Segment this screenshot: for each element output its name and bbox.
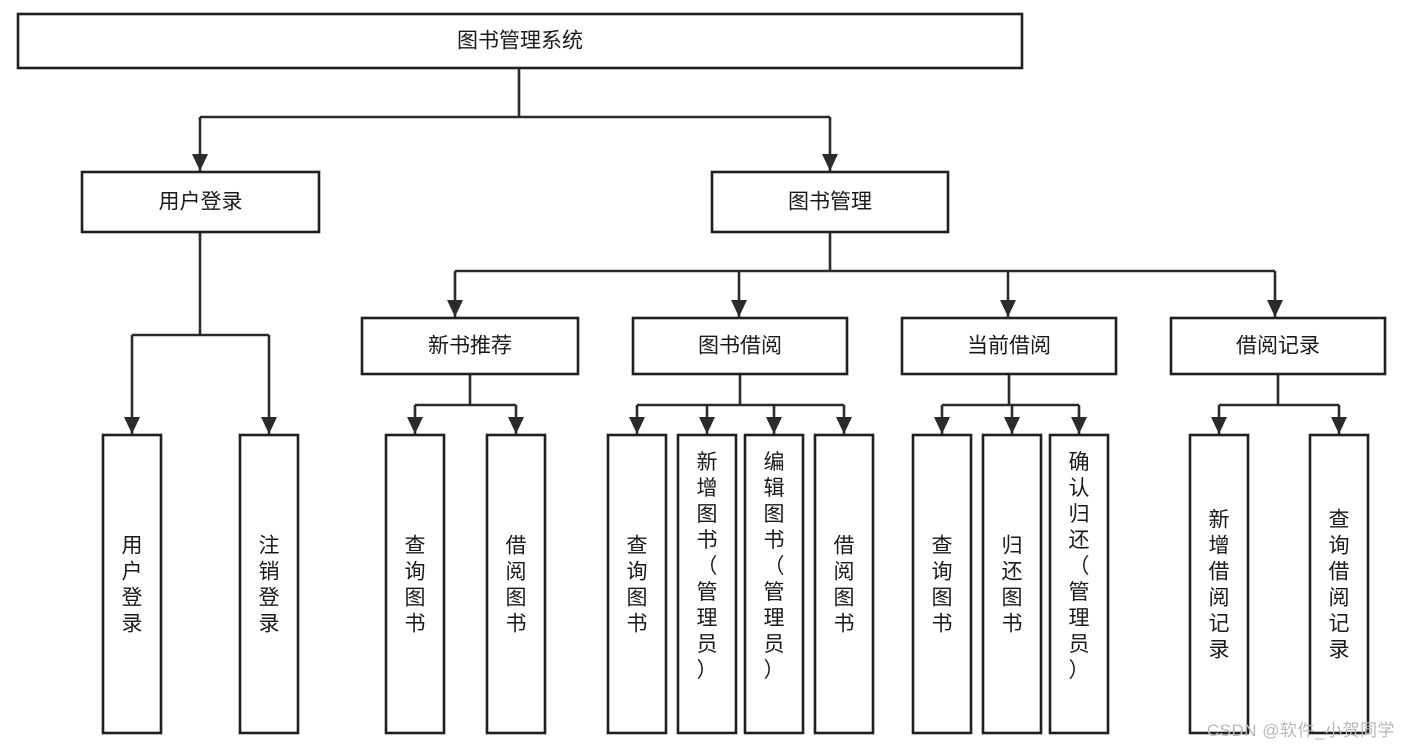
node-box-leaf-add-book-admin[interactable] bbox=[676, 433, 738, 735]
arrow-head-icon bbox=[447, 300, 463, 317]
arrow-head-icon bbox=[407, 417, 423, 434]
node-box-leaf-query-book-borrow[interactable] bbox=[606, 433, 668, 735]
node-leaf-user-logout[interactable]: 注销登录 bbox=[238, 433, 300, 735]
arrow-head-icon bbox=[934, 417, 950, 434]
node-leaf-borrow-book-rec[interactable]: 借阅图书 bbox=[485, 433, 547, 735]
node-box-leaf-user-logout[interactable] bbox=[238, 433, 300, 735]
arrow-head-icon bbox=[629, 417, 645, 434]
node-label-leaf-user-logout: 注销登录 bbox=[259, 534, 280, 635]
arrow-head-icon bbox=[261, 417, 277, 434]
arrow-head-icon bbox=[822, 154, 838, 171]
node-label-leaf-query-book-borrow: 查询图书 bbox=[627, 534, 648, 635]
node-label-leaf-borrow-book-rec: 借阅图书 bbox=[506, 534, 527, 635]
node-label-leaf-return-book: 归还图书 bbox=[1002, 534, 1023, 635]
node-label-new-book-recommend: 新书推荐 bbox=[428, 335, 512, 358]
nodes-layer: 图书管理系统用户登录图书管理新书推荐图书借阅当前借阅借阅记录用户登录注销登录查询… bbox=[16, 12, 1387, 735]
node-borrow-record[interactable]: 借阅记录 bbox=[1169, 316, 1387, 376]
node-label-leaf-query-borrow-record: 查询借阅记录 bbox=[1329, 508, 1350, 661]
node-box-book-manage[interactable] bbox=[710, 170, 950, 234]
node-label-leaf-borrow-book: 借阅图书 bbox=[834, 534, 855, 635]
node-box-leaf-borrow-book-rec[interactable] bbox=[485, 433, 547, 735]
node-book-borrow[interactable]: 图书借阅 bbox=[631, 316, 849, 376]
node-label-leaf-query-book-current: 查询图书 bbox=[932, 534, 953, 635]
node-box-leaf-user-login[interactable] bbox=[101, 433, 163, 735]
node-box-new-book-recommend[interactable] bbox=[360, 316, 580, 376]
arrow-head-icon bbox=[699, 417, 715, 434]
arrow-head-icon bbox=[766, 417, 782, 434]
csdn-watermark: CSDN @软件_小贺同学 bbox=[1206, 721, 1395, 740]
node-box-leaf-return-book[interactable] bbox=[981, 433, 1043, 735]
node-leaf-add-borrow-record[interactable]: 新增借阅记录 bbox=[1188, 433, 1250, 735]
node-box-leaf-add-borrow-record[interactable] bbox=[1188, 433, 1250, 735]
arrow-head-icon bbox=[1000, 300, 1016, 317]
arrow-head-icon bbox=[1211, 417, 1227, 434]
node-label-leaf-confirm-return-admin: 确认归还（管理员） bbox=[1069, 451, 1090, 682]
node-leaf-edit-book-admin[interactable]: 编辑图书（管理员） bbox=[743, 433, 805, 735]
node-leaf-query-book-rec[interactable]: 查询图书 bbox=[384, 433, 446, 735]
node-label-current-borrow: 当前借阅 bbox=[967, 335, 1051, 358]
node-label-user-login: 用户登录 bbox=[159, 191, 243, 214]
arrow-head-icon bbox=[731, 300, 747, 317]
node-box-leaf-confirm-return-admin[interactable] bbox=[1048, 433, 1110, 735]
arrow-head-icon bbox=[1331, 417, 1347, 434]
node-label-leaf-add-borrow-record: 新增借阅记录 bbox=[1209, 508, 1230, 661]
node-label-leaf-edit-book-admin: 编辑图书（管理员） bbox=[764, 451, 785, 682]
node-box-leaf-query-book-rec[interactable] bbox=[384, 433, 446, 735]
node-box-borrow-record[interactable] bbox=[1169, 316, 1387, 376]
node-leaf-add-book-admin[interactable]: 新增图书（管理员） bbox=[676, 433, 738, 735]
node-label-root: 图书管理系统 bbox=[457, 30, 583, 53]
arrow-head-icon bbox=[192, 154, 208, 171]
node-leaf-query-book-borrow[interactable]: 查询图书 bbox=[606, 433, 668, 735]
node-book-manage[interactable]: 图书管理 bbox=[710, 170, 950, 234]
node-current-borrow[interactable]: 当前借阅 bbox=[900, 316, 1118, 376]
arrow-head-icon bbox=[1267, 300, 1283, 317]
arrow-head-icon bbox=[1004, 417, 1020, 434]
node-box-leaf-query-borrow-record[interactable] bbox=[1308, 433, 1370, 735]
arrow-head-icon bbox=[508, 417, 524, 434]
node-leaf-confirm-return-admin[interactable]: 确认归还（管理员） bbox=[1048, 433, 1110, 735]
node-new-book-recommend[interactable]: 新书推荐 bbox=[360, 316, 580, 376]
connectors-layer bbox=[124, 68, 1347, 434]
node-leaf-borrow-book[interactable]: 借阅图书 bbox=[813, 433, 875, 735]
arrow-head-icon bbox=[1071, 417, 1087, 434]
arrow-head-icon bbox=[836, 417, 852, 434]
node-box-leaf-edit-book-admin[interactable] bbox=[743, 433, 805, 735]
node-box-current-borrow[interactable] bbox=[900, 316, 1118, 376]
node-leaf-user-login[interactable]: 用户登录 bbox=[101, 433, 163, 735]
node-label-book-borrow: 图书借阅 bbox=[698, 335, 782, 358]
node-box-book-borrow[interactable] bbox=[631, 316, 849, 376]
node-label-leaf-query-book-rec: 查询图书 bbox=[405, 534, 426, 635]
node-label-book-manage: 图书管理 bbox=[788, 191, 872, 214]
node-leaf-query-borrow-record[interactable]: 查询借阅记录 bbox=[1308, 433, 1370, 735]
node-user-login[interactable]: 用户登录 bbox=[80, 170, 321, 234]
node-root[interactable]: 图书管理系统 bbox=[16, 12, 1024, 70]
node-box-leaf-query-book-current[interactable] bbox=[911, 433, 973, 735]
node-leaf-return-book[interactable]: 归还图书 bbox=[981, 433, 1043, 735]
node-label-leaf-add-book-admin: 新增图书（管理员） bbox=[697, 451, 718, 682]
node-label-leaf-user-login: 用户登录 bbox=[122, 534, 143, 635]
node-label-borrow-record: 借阅记录 bbox=[1236, 335, 1320, 358]
arrow-head-icon bbox=[124, 417, 140, 434]
node-box-leaf-borrow-book[interactable] bbox=[813, 433, 875, 735]
node-box-root[interactable] bbox=[16, 12, 1024, 70]
node-leaf-query-book-current[interactable]: 查询图书 bbox=[911, 433, 973, 735]
node-box-user-login[interactable] bbox=[80, 170, 321, 234]
